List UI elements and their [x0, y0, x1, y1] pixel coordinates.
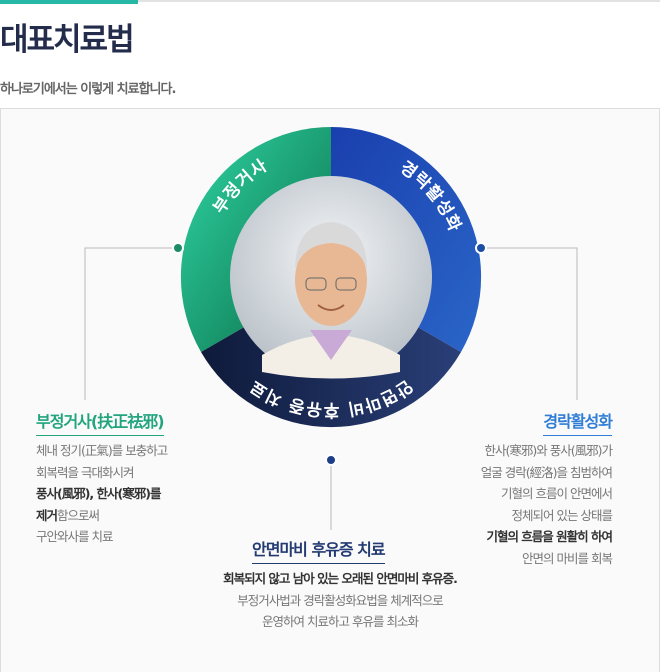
doctor-photo — [230, 176, 432, 379]
page-subtitle: 하나로기에서는 이렇게 치료합니다. — [0, 82, 176, 97]
desc-line: 정체되어 있는 상태를 — [511, 507, 613, 523]
desc-line: 풍사(風邪), 한사(寒邪)를 — [36, 486, 161, 501]
page-title: 대표치료법 — [0, 22, 135, 58]
bottom-description: 회복되지 않고 남아 있는 오래된 안면마비 후유증. 부정거사법과 경락활성화… — [180, 568, 500, 633]
desc-line: 함으로써 — [57, 507, 100, 523]
connector-lines — [84, 247, 578, 530]
desc-line: 얼굴 경락(經洛)을 침범하여 — [480, 464, 613, 480]
bottom-heading: 안면마비 후유증 치료 — [252, 536, 386, 564]
right-heading: 경락활성화 — [543, 408, 613, 436]
desc-line: 제거 — [36, 507, 58, 523]
desc-line: 안면의 마비를 회복 — [522, 550, 613, 566]
desc-line: 한사(寒邪)와 풍사(風邪)가 — [484, 443, 613, 458]
connector-dots — [172, 242, 487, 466]
left-description: 체내 정기(正氣)를 보충하고 회복력을 극대화시켜 풍사(風邪), 한사(寒邪… — [36, 440, 168, 548]
header-accent-bar — [0, 0, 138, 4]
right-description: 한사(寒邪)와 풍사(風邪)가 얼굴 경락(經洛)을 침범하여 기혈의 흐름이 … — [480, 440, 613, 569]
desc-line: 회복력을 극대화시켜 — [36, 464, 134, 480]
header-divider — [0, 0, 660, 2]
desc-line: 부정거사법과 경락활성화요법을 체계적으로 — [237, 592, 443, 608]
desc-line: 회복되지 않고 남아 있는 오래된 안면마비 후유증. — [223, 571, 458, 586]
desc-line: 구안와사를 치료 — [36, 529, 113, 544]
desc-line: 운영하여 치료하고 후유를 최소화 — [262, 614, 419, 629]
desc-line: 기혈의 흐름을 원활히 하여 — [486, 529, 613, 544]
desc-line: 체내 정기(正氣)를 보충하고 — [36, 443, 168, 458]
desc-line: 기혈의 흐름이 안면에서 — [501, 486, 613, 501]
left-heading: 부정거사(扶正祛邪) — [36, 408, 165, 436]
